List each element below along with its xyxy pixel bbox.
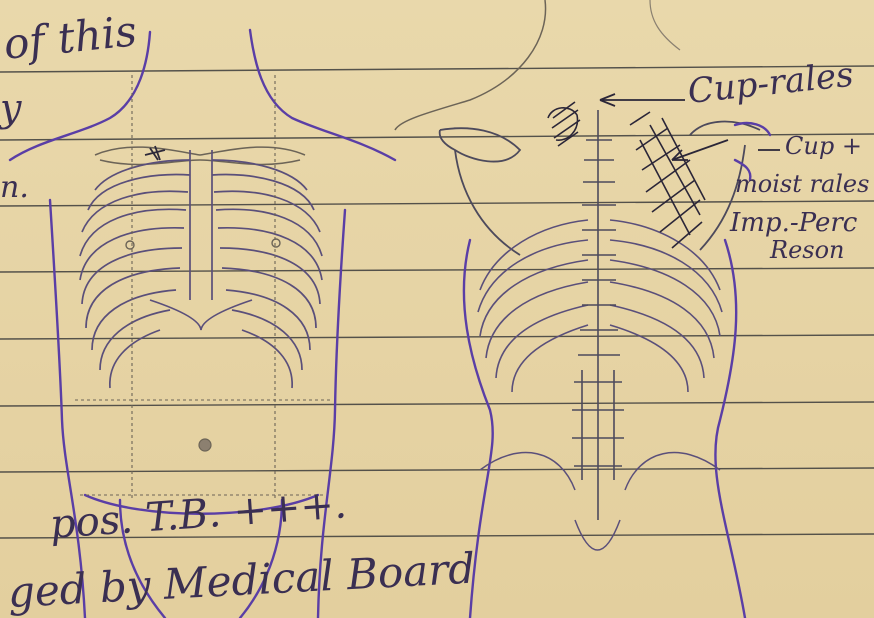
back-ribs — [478, 220, 722, 392]
note-top-left-line2: y — [0, 86, 21, 130]
ruled-lines — [0, 66, 874, 538]
label-cup-moist-1: Cup + — [785, 132, 862, 160]
label-imp-perc-2: Reson — [770, 236, 845, 264]
lesion-hatching — [548, 102, 705, 248]
spine — [572, 110, 624, 520]
note-left-margin: n. — [0, 170, 29, 205]
label-cup-moist-2: moist rales — [735, 170, 869, 198]
rib-cage — [80, 150, 322, 388]
label-imp-perc-1: Imp.-Perc — [730, 208, 857, 238]
